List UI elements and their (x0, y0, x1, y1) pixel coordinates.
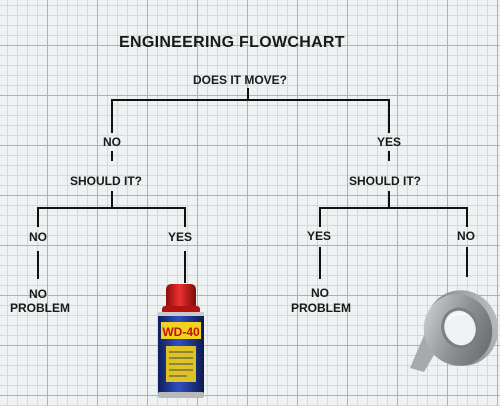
left-sub-drop-right (184, 207, 186, 227)
right-sub-horizontal (319, 207, 468, 209)
wd40-can-text: WD-40 (162, 325, 200, 339)
right-drop (388, 99, 390, 133)
right-left-connector (319, 247, 321, 279)
right-left-result-line1: NO (311, 286, 329, 300)
right-question: SHOULD IT? (349, 174, 421, 188)
left-right-connector (184, 251, 186, 283)
left-question: SHOULD IT? (70, 174, 142, 188)
left-answer: NO (103, 135, 121, 149)
left-answer-tick (111, 151, 113, 161)
left-left-connector (37, 251, 39, 279)
left-left-result-line2: PROBLEM (10, 301, 70, 315)
right-answer-tick (388, 151, 390, 161)
right-right-answer: NO (457, 229, 475, 243)
wd40-spray-can-icon: WD-40 (158, 284, 204, 398)
left-drop (111, 99, 113, 133)
flowchart-title: ENGINEERING FLOWCHART (119, 34, 345, 51)
right-sub-drop-left (319, 207, 321, 227)
right-sub-stem (388, 191, 390, 208)
right-sub-drop-right (466, 207, 468, 227)
root-stem (247, 88, 249, 100)
left-left-answer: NO (29, 230, 47, 244)
left-sub-horizontal (37, 207, 186, 209)
left-right-answer: YES (167, 230, 193, 244)
duct-tape-roll-icon (410, 290, 499, 372)
right-right-connector (466, 247, 468, 277)
left-sub-drop-left (37, 207, 39, 227)
root-horizontal (111, 99, 390, 101)
left-left-result-line1: NO (29, 287, 47, 301)
root-question: DOES IT MOVE? (193, 73, 288, 87)
left-sub-stem (111, 191, 113, 208)
right-left-result-line2: PROBLEM (291, 301, 351, 315)
right-answer: YES (376, 135, 402, 149)
right-left-answer: YES (306, 229, 332, 243)
